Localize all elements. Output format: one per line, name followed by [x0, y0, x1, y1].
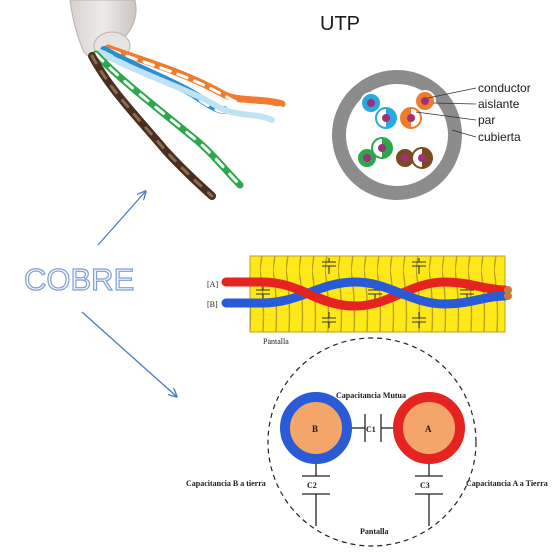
label-conductor: conductor	[478, 81, 531, 95]
utp-cross-section	[332, 70, 477, 200]
leader-lines	[415, 87, 477, 138]
capacitor-c3	[415, 464, 443, 526]
label-a-tierra: Capacitancia A a Tierra	[466, 479, 548, 488]
label-c1: C1	[366, 425, 376, 434]
label-pantalla-bottom: Pantalla	[360, 527, 388, 536]
utp-cable-photo	[69, 0, 286, 200]
capacitor-marks	[256, 258, 474, 328]
capacitor-c1	[352, 414, 393, 442]
cable-sheath-ring	[332, 70, 462, 200]
label-b-tierra: Capacitancia B a tierra	[186, 479, 266, 488]
pair-brown	[394, 147, 433, 169]
label-pantalla-top: Pantalla	[263, 337, 289, 346]
label-conductor-a: A	[425, 424, 432, 434]
twisted-pair-diagram	[221, 255, 512, 333]
capacitance-diagram	[267, 337, 477, 547]
label-cubierta: cubierta	[478, 130, 521, 144]
label-c3: C3	[420, 481, 430, 490]
arrow-to-capacitance	[81, 311, 176, 396]
label-capacitancia-mutua: Capacitancia Mutua	[336, 391, 406, 400]
label-c2: C2	[307, 481, 317, 490]
label-wire-b: [B]	[207, 300, 218, 309]
twisted-wires	[88, 44, 286, 200]
shield-dashed-circle	[267, 337, 477, 547]
pair-blue	[360, 92, 397, 129]
wire-b	[221, 277, 510, 309]
conductor-a	[393, 392, 465, 464]
label-par: par	[478, 113, 495, 127]
pair-green	[356, 137, 393, 169]
label-wire-a: [A]	[207, 280, 218, 289]
pair-orange	[400, 90, 436, 129]
arrow-to-cable	[97, 192, 145, 246]
utp-title: UTP	[320, 13, 360, 35]
label-conductor-b: B	[312, 424, 318, 434]
cobre-label: COBRE	[24, 262, 134, 297]
label-aislante: aislante	[478, 97, 520, 111]
conductor-b	[280, 392, 352, 464]
capacitor-c2	[302, 464, 330, 526]
